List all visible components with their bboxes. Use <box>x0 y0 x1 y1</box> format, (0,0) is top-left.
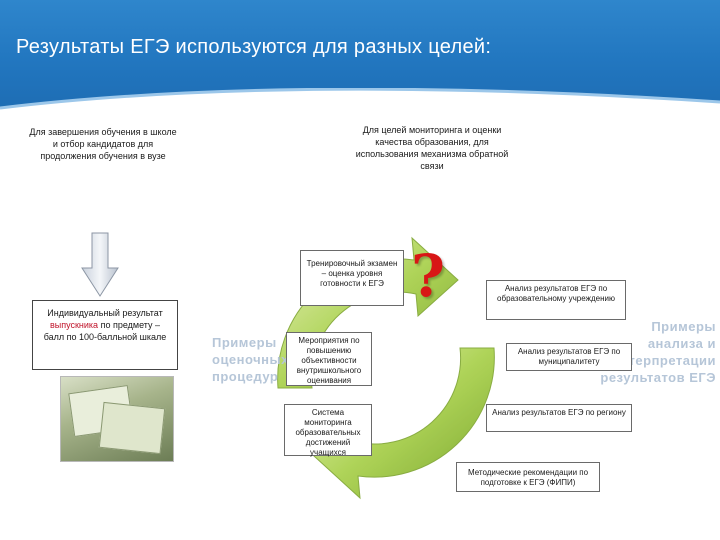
slide-title: Результаты ЕГЭ используются для разных ц… <box>16 36 492 58</box>
slide-header: Результаты ЕГЭ используются для разных ц… <box>0 0 720 128</box>
individual-result-box: Индивидуальный результат выпускника по п… <box>32 300 178 370</box>
result-text-after: по предмету – балл по 100-балльной шкале <box>43 320 167 342</box>
school-analysis-box: Анализ результатов ЕГЭ по образовательно… <box>486 280 626 320</box>
header-swoosh <box>0 88 720 128</box>
monitoring-system-box: Система мониторинга образовательных дост… <box>284 404 372 457</box>
assessment-examples-label: Примеры оценочных процедур <box>212 335 289 384</box>
certificate-sheet <box>98 401 166 455</box>
left-goal-label: Для завершения обучения в школе и отбор … <box>29 127 177 161</box>
objectivity-measures-box: Мероприятия по повышению объективности в… <box>286 332 372 386</box>
training-exam-box: Тренировочный экзамен – оценка уровня го… <box>300 250 404 306</box>
regional-analysis-box: Анализ результатов ЕГЭ по региону <box>486 404 632 432</box>
result-text-before: Индивидуальный результат <box>47 308 163 318</box>
question-mark-icon: ? <box>411 242 445 310</box>
municipal-analysis-box: Анализ результатов ЕГЭ по муниципалитету <box>506 343 632 371</box>
down-arrow-icon <box>81 232 119 297</box>
certificates-photo <box>60 376 174 462</box>
analysis-examples-label: Примеры анализа и интерпретации результа… <box>600 319 716 385</box>
right-goal-label: Для целей мониторинга и оценки качества … <box>355 125 509 171</box>
methodical-recommendations-box: Методические рекомендации по подготовке … <box>456 462 600 492</box>
result-text-highlight: выпускника <box>49 320 99 330</box>
